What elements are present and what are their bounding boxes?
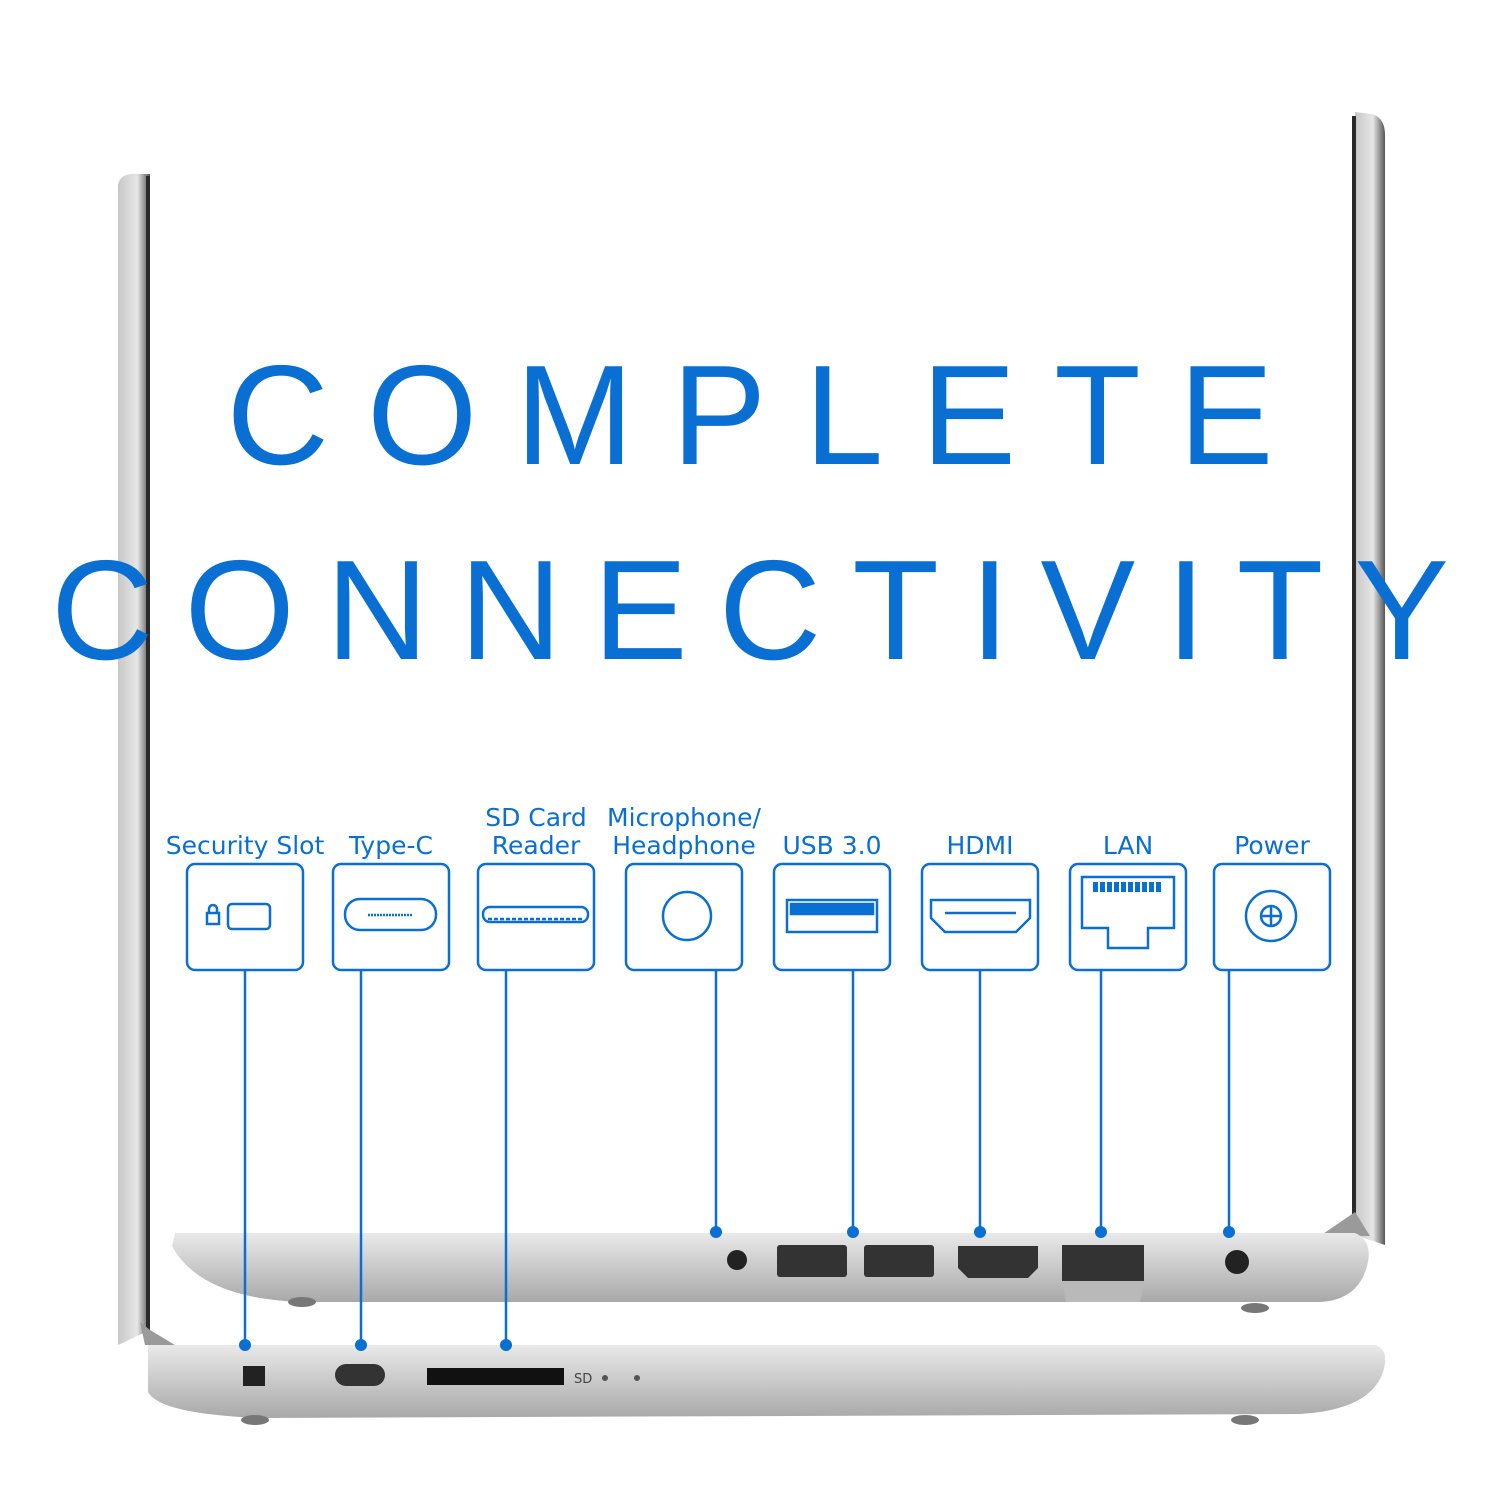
label-power: Power (1234, 831, 1310, 860)
lock-slot-icon (205, 902, 272, 931)
sd-marking: SD (574, 1372, 592, 1387)
usb-a-icon (785, 898, 879, 934)
audio-jack-port (727, 1250, 747, 1270)
headline-line-2: CONNECTIVITY (50, 531, 1481, 690)
usb-a-port-1 (777, 1245, 847, 1277)
sd-card-icon (481, 905, 590, 924)
usb-a-port-2 (864, 1245, 934, 1277)
hdmi-icon (929, 898, 1032, 934)
sd-card-slot (427, 1368, 564, 1385)
usb-c-port (335, 1364, 385, 1386)
label-audio-line1: Microphone/ (607, 803, 761, 832)
label-sd-card-line2: Reader (491, 831, 581, 860)
usb-c-icon (343, 897, 438, 932)
hdmi-callout (920, 862, 1040, 1232)
laptop-left-side: SD (140, 1322, 1386, 1425)
label-usb-3: USB 3.0 (782, 831, 882, 860)
hdmi-port (958, 1246, 1038, 1278)
security-slot-callout (185, 862, 305, 1345)
label-lan: LAN (1102, 831, 1154, 860)
label-sd-card-line1: SD Card (485, 803, 587, 832)
lan-port (1062, 1245, 1144, 1281)
audio-jack-icon (661, 890, 713, 942)
lan-callout (1068, 862, 1188, 1232)
security-slot-port (243, 1366, 265, 1386)
callout-dots (239, 1226, 1235, 1351)
right-laptop-lid (1352, 112, 1385, 1245)
power-callout (1212, 862, 1332, 1232)
type-c-callout (331, 862, 451, 1345)
power-jack-icon (1244, 889, 1298, 943)
ethernet-icon (1080, 875, 1176, 950)
laptop-right-side (172, 1212, 1370, 1313)
label-security-slot: Security Slot (165, 831, 325, 860)
power-port (1225, 1250, 1249, 1274)
label-audio-line2: Headphone (612, 831, 756, 860)
label-type-c: Type-C (349, 831, 433, 860)
audio-jack-callout (624, 862, 744, 1232)
label-hdmi: HDMI (946, 831, 1014, 860)
usb-3-callout (772, 862, 892, 1232)
left-laptop-lid (118, 173, 150, 1345)
headline-line-1: COMPLETE (226, 336, 1312, 495)
sd-card-reader-callout (476, 862, 596, 1345)
